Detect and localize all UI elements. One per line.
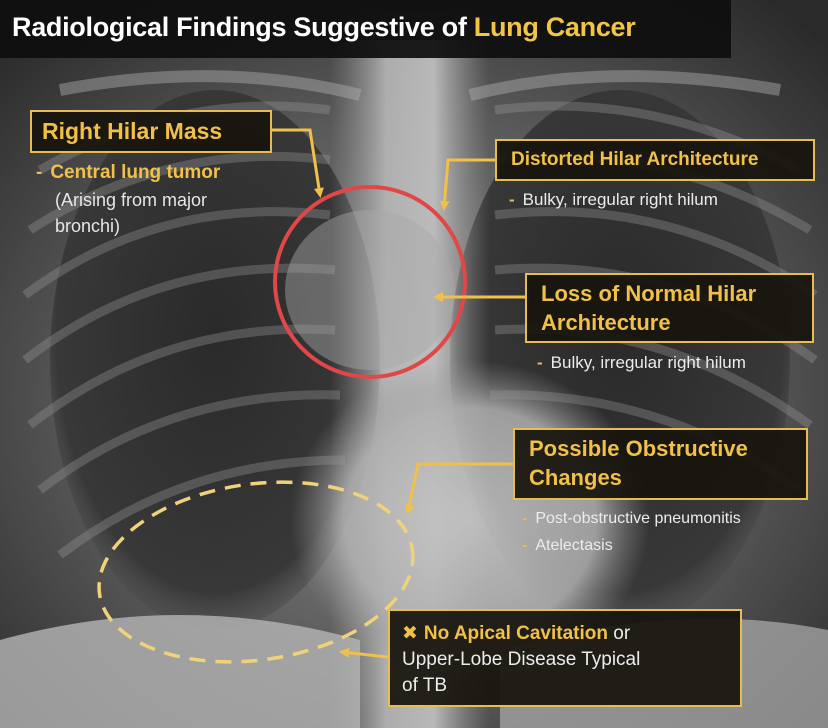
distorted-hilar-sub: -Bulky, irregular right hilum <box>509 189 718 211</box>
title-bar: Radiological Findings Suggestive of Lung… <box>0 0 731 58</box>
distorted-hilar-title: Distorted Hilar Architecture <box>511 149 759 170</box>
no-apical-line1: ✖No Apical Cavitation or <box>402 621 728 647</box>
no-apical-bold: No Apical Cavitation <box>423 623 608 644</box>
page-title: Radiological Findings Suggestive of Lung… <box>12 12 636 43</box>
obstructive-sub-1: -Post-obstructive pneumonitis <box>522 508 741 530</box>
obstructive-sub-2: -Atelectasis <box>522 535 613 557</box>
no-apical-line3: of TB <box>402 675 448 696</box>
obstructive-label: Possible Obstructive Changes <box>513 428 808 500</box>
right-hilar-mass-title: Right Hilar Mass <box>42 118 223 144</box>
bullet-dash: - <box>522 510 528 527</box>
bullet-dash: - <box>36 162 43 183</box>
atelectasis-text: Atelectasis <box>535 537 613 554</box>
distorted-hilar-label: Distorted Hilar Architecture <box>495 139 815 181</box>
no-apical-cavitation-box: ✖No Apical Cavitation or Upper-Lobe Dise… <box>388 609 742 707</box>
right-hilar-mass-label: Right Hilar Mass <box>30 110 272 153</box>
loss-normal-hilar-title-line2: Architecture <box>541 310 671 335</box>
loss-normal-hilar-title-line1: Loss of Normal Hilar <box>541 281 757 306</box>
no-apical-line2: Upper-Lobe Disease Typical <box>402 649 641 670</box>
right-hilar-mass-detail-line1: (Arising from major <box>55 190 208 210</box>
x-mark-icon: ✖ <box>402 623 418 644</box>
loss-normal-hilar-sub: -Bulky, irregular right hilum <box>537 352 746 374</box>
post-obstructive-text: Post-obstructive pneumonitis <box>535 510 741 527</box>
obstructive-title-line2: Changes <box>529 465 622 490</box>
central-lung-tumor-text: Central lung tumor <box>50 162 221 183</box>
right-hilar-mass-sub: -Central lung tumor <box>36 160 220 186</box>
obstructive-title-line1: Possible Obstructive <box>529 436 748 461</box>
title-main: Radiological Findings Suggestive of <box>12 12 467 42</box>
no-apical-rest: or <box>607 623 631 644</box>
distorted-hilar-sub-text: Bulky, irregular right hilum <box>522 190 718 209</box>
bullet-dash: - <box>522 537 528 554</box>
right-hilar-mass-detail-line2: bronchi) <box>55 216 121 236</box>
bullet-dash: - <box>509 190 515 209</box>
title-accent: Lung Cancer <box>473 12 636 42</box>
bullet-dash: - <box>537 353 543 372</box>
loss-normal-hilar-label: Loss of Normal Hilar Architecture <box>525 273 814 343</box>
loss-normal-hilar-sub-text: Bulky, irregular right hilum <box>550 353 746 372</box>
